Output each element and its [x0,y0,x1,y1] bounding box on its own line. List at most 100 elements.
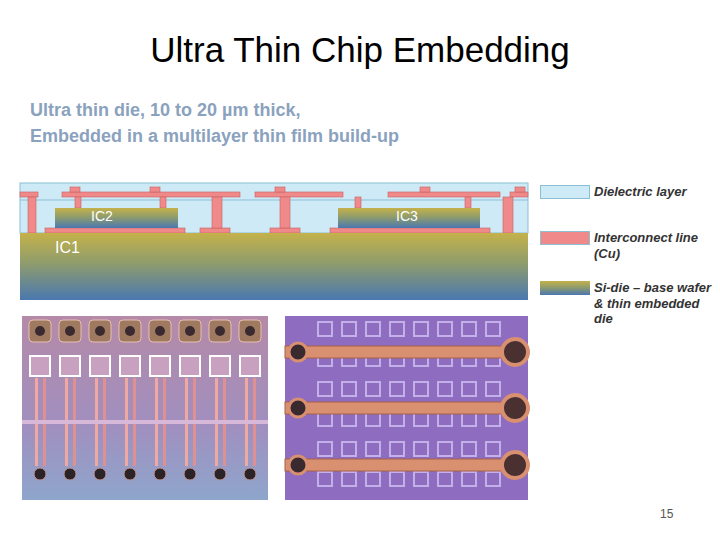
circuit-square [438,322,452,336]
pad-via [65,326,75,336]
layer-boundary [20,200,528,201]
circuit-square [462,472,476,486]
micrograph-right [285,316,528,500]
slide-title: Ultra Thin Chip Embedding [0,30,720,70]
embedded-die: IC2 [55,208,178,228]
base-wafer: IC1 [20,233,528,300]
bond-pad [239,320,261,342]
interconnect-line [355,197,361,208]
micrograph-ground [22,316,268,500]
subtitle: Ultra thin die, 10 to 20 µm thick, [30,100,300,121]
bond-pad [59,320,81,342]
interconnect-line [465,197,471,208]
circuit-square [318,472,332,486]
interconnect-line [388,192,500,197]
pad-via [125,326,135,336]
test-pad [30,356,50,376]
interconnect-line [62,192,240,197]
interconnect-line [515,187,525,192]
test-pad [210,356,230,376]
test-pad [150,356,170,376]
interconnect-line [28,197,36,233]
circuit-square [438,442,452,456]
circuit-square [414,382,428,396]
circuit-square [342,382,356,396]
via [289,456,307,474]
circuit-square [414,322,428,336]
circuit-square [318,442,332,456]
test-pad [60,356,80,376]
circuit-square [366,472,380,486]
legend-text: Dielectric layer [594,184,714,200]
circuit-square [462,322,476,336]
circuit-square [342,322,356,336]
via [244,468,256,480]
die-label: IC1 [55,239,80,257]
interconnect-line [510,192,528,197]
via [94,468,106,480]
circuit-square [414,442,428,456]
bond-pad [209,320,231,342]
pad-via [185,326,195,336]
cross-section [20,183,528,233]
circuit-square [342,442,356,456]
pad-via [215,326,225,336]
circuit-square [462,382,476,396]
circuit-square [486,382,500,396]
bond-pad [89,320,111,342]
via-pad [502,339,528,365]
legend-text: Interconnect line (Cu) [594,230,714,261]
interconnect-line [212,197,222,228]
die-label: IC2 [91,209,113,224]
bond-pad [29,320,51,342]
circuit-square [390,472,404,486]
bond-pad [149,320,171,342]
interconnect-line [503,197,513,233]
circuit-square [486,472,500,486]
legend-entry: Interconnect line (Cu) [540,231,715,262]
test-pad [120,356,140,376]
interconnect-line [255,192,343,197]
copper-trace [285,402,507,414]
circuit-square [366,442,380,456]
circuit-square [462,442,476,456]
via [154,468,166,480]
dielectric-layer [20,183,528,233]
circuit-square [414,472,428,486]
die-label: IC3 [396,209,418,224]
interconnect-line [75,197,81,208]
pad-via [95,326,105,336]
circuit-square [438,382,452,396]
test-pad [180,356,200,376]
interconnect-line [280,197,290,228]
pad-via [35,326,45,336]
pad-via [155,326,165,336]
interconnect-line [275,187,285,192]
bond-pad [179,320,201,342]
subtitle: Embedded in a multilayer thin film build… [30,126,399,147]
legend-swatch [540,185,590,199]
circuit-square [366,382,380,396]
bond-pad [119,320,141,342]
circuit-square [438,472,452,486]
circuit-square [366,322,380,336]
legend-swatch [540,231,590,245]
interconnect-line [20,192,38,197]
legend-text: Si-die – base wafer & thin embedded die [594,280,714,327]
micrograph-ground [285,316,528,500]
test-pad [240,356,260,376]
via [214,468,226,480]
via-pad [502,452,528,478]
interconnect-line [70,187,80,192]
interconnect-line [150,187,160,192]
via [34,468,46,480]
circuit-square [318,322,332,336]
embedded-die: IC3 [338,208,480,228]
legend-gradient-swatch [540,281,590,295]
via [289,399,307,417]
circuit-square [390,382,404,396]
copper-trace [285,346,507,358]
pad-via [245,326,255,336]
via [124,468,136,480]
